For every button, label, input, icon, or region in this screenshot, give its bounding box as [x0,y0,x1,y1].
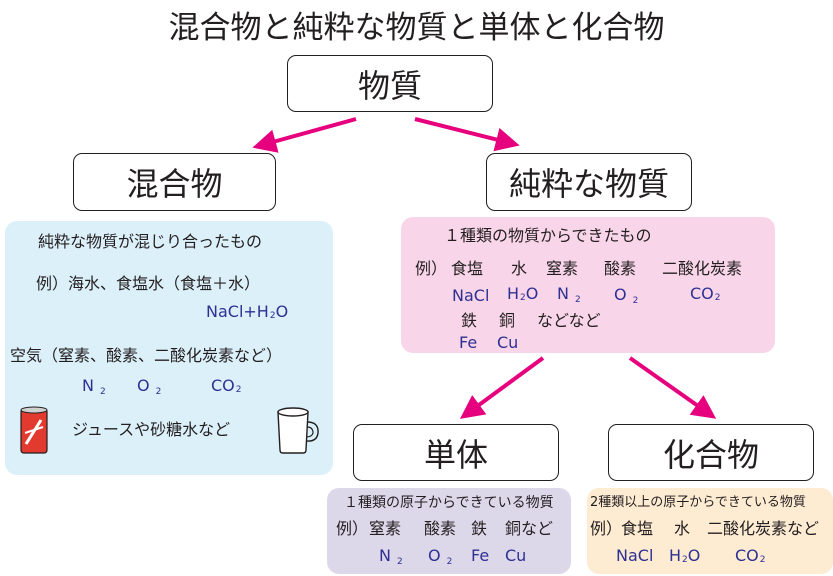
page-title: 混合物と純粋な物質と単体と化合物 [168,10,665,46]
pure-example-water: 水 [511,259,528,278]
pure-formula-cu: Cu [497,333,519,352]
pure-example-nitrogen: 窒素 [546,259,579,278]
element-panel [327,488,571,574]
mixture-example-formula: NaCl+H2O [206,302,289,321]
element-example-oxygen: 酸素 [424,519,457,538]
pure-formula-nacl: NaCl [452,286,490,305]
pure-example-copper: 銅 [499,311,516,330]
pure-example-co2: 二酸化炭素 [662,259,743,278]
pure-definition: １種類の物質からできたもの [444,226,652,245]
compound-definition: 2種類以上の原子からできている物質 [590,495,806,510]
arrow-pure-to-element [459,356,545,419]
soda-can-icon [20,406,48,454]
element-example-iron: 鉄 [471,519,488,538]
pure-panel [401,217,775,353]
mixture-definition: 純粋な物質が混じり合ったもの [38,232,263,251]
element-example-nitrogen: 窒素 [369,519,402,538]
node-compound: 化合物 [608,424,814,481]
pure-example-oxygen: 酸素 [604,259,637,278]
pure-formula-h2o: H2O [507,284,539,303]
mixture-air-line: 空気（窒素、酸素、二酸化炭素など） [10,346,283,365]
arrow-pure-to-compound [628,356,717,419]
compound-formula-co2: CO2 [735,546,766,565]
pure-example-salt: 食塩 [451,259,484,278]
cup-icon [277,407,319,454]
mixture-juice-line: ジュースや砂糖水など [72,420,231,439]
element-formula-cu: Cu [505,546,527,565]
compound-formula-h2o: H2O [669,546,701,565]
node-pure: 純粋な物質 [486,153,692,211]
node-element: 単体 [353,424,559,481]
element-example-copper: 銅など [505,519,554,538]
pure-formula-fe: Fe [459,333,478,352]
compound-panel [587,488,833,574]
compound-example-prefix: 例） [590,519,623,538]
mixture-example-line: 例）海水、食塩水（食塩＋水） [36,274,261,293]
compound-example-water: 水 [674,519,691,538]
element-definition: １種類の原子からできている物質 [344,495,554,511]
element-example-prefix: 例） [336,519,369,538]
pure-example-prefix: 例） [415,259,448,278]
node-substance: 物質 [287,55,493,112]
compound-formula-nacl: NaCl [616,546,654,565]
element-formula-fe: Fe [471,546,490,565]
arrow-substance-to-pure [414,117,520,152]
pure-example-iron: 鉄 [461,311,478,330]
node-mixture: 混合物 [73,153,276,211]
pure-example-etc: などなど [537,311,601,330]
pure-formula-co2: CO2 [690,284,721,303]
compound-example-co2: 二酸化炭素など [707,519,820,538]
compound-example-salt: 食塩 [621,519,654,538]
arrow-substance-to-mixture [252,117,357,153]
air-formula-co2: CO2 [211,376,242,395]
mixture-panel [5,221,333,475]
